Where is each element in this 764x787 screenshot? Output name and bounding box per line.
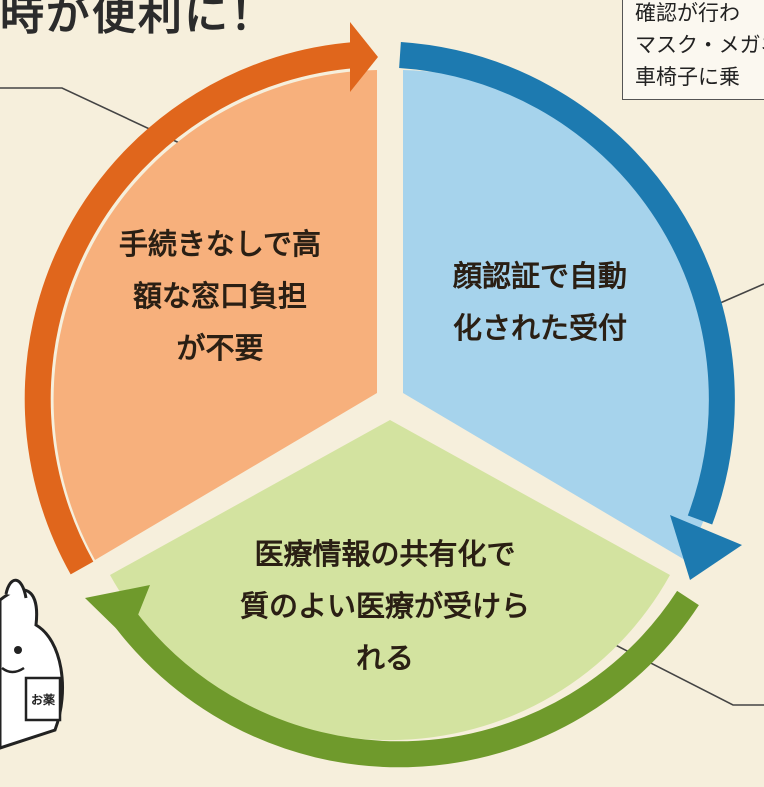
mascot-illustration: お薬 bbox=[0, 578, 65, 750]
green-label-line-2: 質のよい医療が受けら bbox=[239, 589, 530, 623]
orange-label-line-1: 手続きなしで高 bbox=[118, 227, 322, 261]
note-box: 確認が行わ マスク・メガネ 車椅子に乗 bbox=[622, 0, 764, 100]
segment-label-blue: 顔認証で自動 化された受付 bbox=[410, 250, 670, 354]
note-line-3: 車椅子に乗 bbox=[635, 65, 740, 89]
arrowhead-green bbox=[85, 585, 150, 640]
orange-label-line-2: 額な窓口負担 bbox=[132, 279, 307, 313]
note-line-2: マスク・メガネ bbox=[635, 33, 764, 57]
note-line-1: 確認が行わ bbox=[635, 1, 740, 25]
green-label-line-3: れる bbox=[355, 641, 414, 675]
blue-label-line-2: 化された受付 bbox=[452, 311, 627, 345]
segment-label-green: 医療情報の共有化で 質のよい医療が受けら れる bbox=[195, 528, 575, 684]
orange-label-line-3: が不要 bbox=[176, 331, 264, 365]
segment-orange bbox=[53, 70, 378, 560]
arrow-arc-orange bbox=[24, 42, 357, 575]
green-label-line-1: 医療情報の共有化で bbox=[254, 537, 516, 571]
segment-label-orange: 手続きなしで高 額な窓口負担 が不要 bbox=[80, 218, 360, 374]
segment-green bbox=[110, 420, 670, 741]
arrowhead-orange bbox=[350, 22, 378, 92]
arrow-arc-blue bbox=[399, 42, 735, 525]
blue-label-line-1: 顔認証で自動 bbox=[452, 259, 627, 293]
mascot-badge-text: お薬 bbox=[31, 692, 55, 707]
headline: 時が便利に！ bbox=[0, 0, 276, 40]
arrow-arc-green bbox=[109, 590, 699, 768]
arrowhead-blue bbox=[670, 515, 742, 580]
